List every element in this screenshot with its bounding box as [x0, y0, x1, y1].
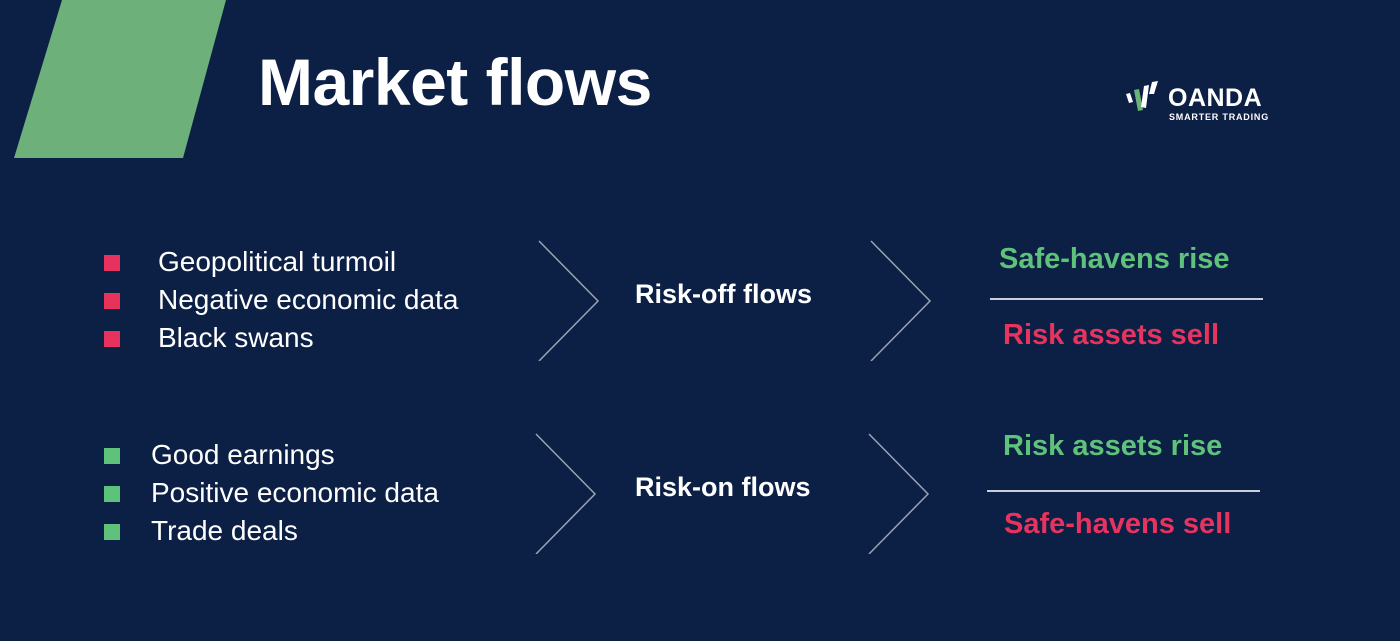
green-square-icon [104, 486, 120, 502]
list-item: Trade deals [104, 512, 439, 550]
list-item: Good earnings [104, 436, 439, 474]
red-square-icon [104, 255, 120, 271]
outcome-risk-assets-sell: Risk assets sell [1003, 319, 1220, 351]
logo-name: OANDA [1168, 84, 1263, 112]
list-item: Negative economic data [104, 281, 458, 319]
list-item: Geopolitical turmoil [104, 243, 458, 281]
outcome-divider [987, 490, 1260, 492]
driver-text: Negative economic data [158, 284, 459, 315]
risk-off-flow-label: Risk-off flows [635, 279, 813, 309]
logo-tagline: SMARTER TRADING [1169, 112, 1269, 122]
risk-off-drivers: Geopolitical turmoil Negative economic d… [104, 243, 458, 357]
list-item: Black swans [104, 319, 458, 357]
risk-on-row: Good earnings Positive economic data Tra… [0, 428, 1400, 558]
risk-off-row: Geopolitical turmoil Negative economic d… [0, 235, 1400, 365]
driver-text: Trade deals [151, 515, 298, 546]
risk-on-drivers: Good earnings Positive economic data Tra… [104, 436, 439, 550]
red-square-icon [104, 293, 120, 309]
red-square-icon [104, 331, 120, 347]
oanda-check-mark-icon [1126, 81, 1158, 111]
green-parallelogram-accent [14, 0, 226, 158]
risk-on-flow-label: Risk-on flows [635, 472, 811, 502]
outcome-risk-assets-rise: Risk assets rise [1003, 430, 1223, 462]
page-title: Market flows [258, 45, 652, 119]
driver-text: Good earnings [151, 439, 335, 470]
driver-text: Positive economic data [151, 477, 439, 508]
green-square-icon [104, 448, 120, 464]
driver-text: Geopolitical turmoil [158, 246, 397, 277]
outcome-safe-havens-sell: Safe-havens sell [1004, 508, 1232, 540]
outcome-divider [990, 298, 1263, 300]
oanda-logo: OANDA SMARTER TRADING [1124, 80, 1284, 124]
outcome-safe-havens-rise: Safe-havens rise [999, 243, 1230, 275]
list-item: Positive economic data [104, 474, 439, 512]
chevron-right-icon [538, 240, 600, 361]
chevron-right-icon [868, 433, 930, 554]
driver-text: Black swans [158, 322, 314, 353]
chevron-right-icon [870, 240, 932, 361]
green-square-icon [104, 524, 120, 540]
chevron-right-icon [535, 433, 597, 554]
